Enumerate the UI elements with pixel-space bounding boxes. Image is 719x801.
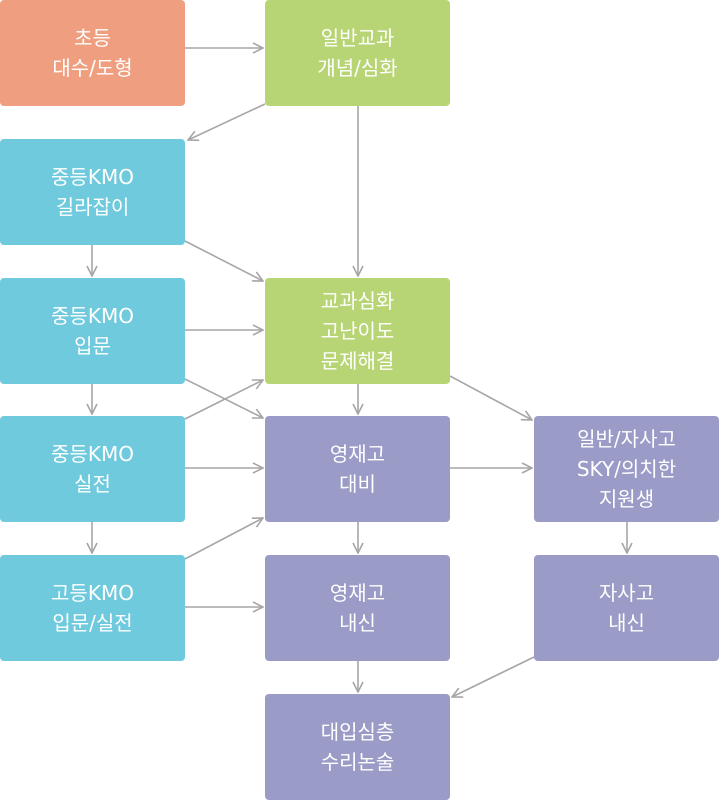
node-sky-line2: SKY/의치한 (576, 457, 677, 481)
node-gifted-school-line1: 영재고 (329, 581, 386, 605)
node-kmo-intro: 중등KMO 입문 (0, 278, 185, 384)
node-gifted-prep: 영재고 대비 (265, 416, 450, 522)
node-university-line1: 대입심층 (320, 720, 395, 744)
node-kmo-guide-line2: 길라잡이 (55, 195, 130, 219)
node-autonomous-line1: 자사고 (598, 581, 655, 605)
arrow-autonomous-to-university (452, 656, 535, 697)
node-advanced-line3: 문제해결 (320, 349, 395, 373)
node-sky-line1: 일반/자사고 (577, 427, 676, 451)
node-hs-kmo-line2: 입문/실전 (52, 611, 133, 635)
arrow-kmo-practice-to-advanced (184, 380, 263, 420)
node-university-line2: 수리논술 (320, 750, 395, 774)
node-gifted-school-line2: 내신 (339, 611, 376, 635)
node-university-essay: 대입심층 수리논술 (265, 694, 450, 800)
node-kmo-guide-line1: 중등KMO (51, 165, 134, 189)
node-kmo-practice-line1: 중등KMO (51, 442, 134, 466)
node-general-line2: 개념/심화 (317, 56, 398, 80)
arrow-kmo-guide-to-advanced (184, 240, 263, 281)
node-kmo-intro-line1: 중등KMO (51, 304, 134, 328)
node-gifted-prep-line2: 대비 (339, 472, 376, 496)
node-sky-applicants: 일반/자사고 SKY/의치한 지원생 (534, 416, 719, 522)
node-hs-kmo: 고등KMO 입문/실전 (0, 555, 185, 661)
node-sky-line3: 지원생 (598, 487, 655, 511)
node-advanced-line2: 고난이도 (320, 319, 395, 343)
node-autonomous-line2: 내신 (608, 611, 645, 635)
node-advanced-line1: 교과심화 (320, 289, 395, 313)
node-kmo-practice: 중등KMO 실전 (0, 416, 185, 522)
node-gifted-school-grades: 영재고 내신 (265, 555, 450, 661)
arrow-general-to-kmo-guide (188, 103, 266, 140)
node-hs-kmo-line1: 고등KMO (51, 581, 134, 605)
node-elementary-line1: 초등 (74, 26, 111, 50)
node-kmo-practice-line2: 실전 (74, 472, 111, 496)
node-autonomous-school-grades: 자사고 내신 (534, 555, 719, 661)
node-gifted-prep-line1: 영재고 (329, 442, 386, 466)
arrow-advanced-to-sky (449, 375, 532, 420)
node-advanced-curriculum: 교과심화 고난이도 문제해결 (265, 278, 450, 384)
node-elementary-line2: 대수/도형 (52, 56, 133, 80)
node-general-line1: 일반교과 (320, 26, 395, 50)
node-kmo-intro-line2: 입문 (74, 334, 111, 358)
arrow-hs-kmo-to-gifted-prep (184, 518, 263, 560)
arrow-kmo-intro-to-gifted-prep (184, 378, 263, 418)
node-elementary: 초등 대수/도형 (0, 0, 185, 106)
node-kmo-guide: 중등KMO 길라잡이 (0, 139, 185, 245)
node-general-curriculum: 일반교과 개념/심화 (265, 0, 450, 106)
